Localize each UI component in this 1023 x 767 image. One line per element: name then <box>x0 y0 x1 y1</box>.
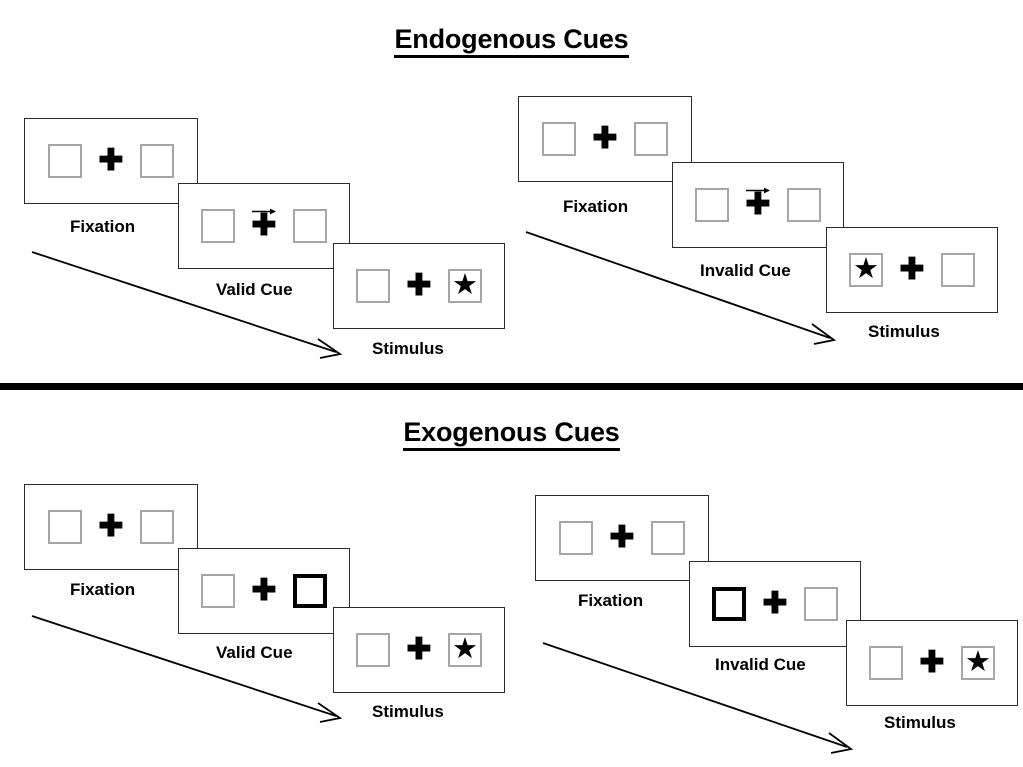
plus-icon: ✚ <box>592 122 618 155</box>
frame-endogenous-valid-stimulus: ✚ ★ <box>333 243 505 329</box>
endogenous-heading-text: Endogenous Cues <box>394 24 629 58</box>
right-box <box>634 122 668 156</box>
frame-content: ✚ <box>695 185 821 225</box>
fixation-cross-container: ✚ <box>404 630 434 670</box>
fixation-cross-container: ✚ <box>404 266 434 306</box>
frame-content: ✚ <box>559 518 685 558</box>
left-box <box>356 269 390 303</box>
plus-icon: ✚ <box>609 521 635 554</box>
frame-content: ✚ <box>201 206 327 246</box>
plus-icon: ✚ <box>251 574 277 607</box>
left-box <box>48 510 82 544</box>
frame-content: ✚ <box>542 119 668 159</box>
caption-endogenous-valid-cue: Valid Cue <box>216 280 293 299</box>
frame-exogenous-valid-cue: ✚ <box>178 548 350 634</box>
endogenous-section-heading: Endogenous Cues <box>0 24 1023 58</box>
right-box <box>651 521 685 555</box>
caption-exogenous-valid-cue: Valid Cue <box>216 643 293 662</box>
arrow-right-icon <box>746 187 770 194</box>
frame-content: ✚ ★ <box>356 630 482 670</box>
left-box-cued <box>712 587 746 621</box>
caption-exogenous-valid-fixation: Fixation <box>70 580 136 599</box>
fixation-cross-container: ✚ <box>96 507 126 547</box>
right-box: ★ <box>961 646 995 680</box>
right-box <box>293 209 327 243</box>
right-box <box>140 510 174 544</box>
fixation-cross-container: ✚ <box>607 518 637 558</box>
left-box <box>201 209 235 243</box>
caption-endogenous-valid-stimulus: Stimulus <box>372 339 444 358</box>
plus-icon: ✚ <box>98 144 124 177</box>
frame-exogenous-valid-stimulus: ✚ ★ <box>333 607 505 693</box>
time-arrow-endogenous-valid <box>31 251 343 359</box>
left-box <box>542 122 576 156</box>
frame-endogenous-valid-cue: ✚ <box>178 183 350 269</box>
left-box <box>356 633 390 667</box>
caption-exogenous-invalid-stimulus: Stimulus <box>884 713 956 732</box>
frame-content: ✚ <box>201 571 327 611</box>
frame-content: ✚ ★ <box>869 643 995 683</box>
caption-endogenous-invalid-fixation: Fixation <box>563 197 629 216</box>
caption-exogenous-valid-stimulus: Stimulus <box>372 702 444 721</box>
frame-endogenous-invalid-fixation: ✚ <box>518 96 692 182</box>
caption-exogenous-invalid-cue: Invalid Cue <box>715 655 806 674</box>
frame-exogenous-invalid-cue: ✚ <box>689 561 861 647</box>
right-box <box>804 587 838 621</box>
plus-icon: ✚ <box>899 253 925 286</box>
frame-endogenous-invalid-stimulus: ★ ✚ <box>826 227 998 313</box>
frame-endogenous-invalid-cue: ✚ <box>672 162 844 248</box>
plus-icon: ✚ <box>406 633 432 666</box>
fixation-cross-container: ✚ <box>897 250 927 290</box>
left-box <box>201 574 235 608</box>
frame-exogenous-invalid-stimulus: ✚ ★ <box>846 620 1018 706</box>
fixation-cross-container: ✚ <box>743 185 773 225</box>
time-arrow-endogenous-invalid <box>525 231 837 345</box>
plus-icon: ✚ <box>98 510 124 543</box>
exogenous-heading-text: Exogenous Cues <box>403 417 620 451</box>
plus-icon: ✚ <box>745 188 771 221</box>
left-box <box>48 144 82 178</box>
star-icon: ★ <box>965 645 991 678</box>
frame-content: ★ ✚ <box>849 250 975 290</box>
frame-content: ✚ <box>48 141 174 181</box>
right-box <box>941 253 975 287</box>
left-box: ★ <box>849 253 883 287</box>
arrow-right-icon <box>252 208 276 215</box>
frame-content: ✚ ★ <box>356 266 482 306</box>
left-box <box>695 188 729 222</box>
fixation-cross-container: ✚ <box>249 571 279 611</box>
fixation-cross-container: ✚ <box>917 643 947 683</box>
plus-icon: ✚ <box>406 269 432 302</box>
frame-content: ✚ <box>48 507 174 547</box>
fixation-cross-container: ✚ <box>96 141 126 181</box>
fixation-cross-container: ✚ <box>249 206 279 246</box>
plus-icon: ✚ <box>251 209 277 242</box>
frame-exogenous-invalid-fixation: ✚ <box>535 495 709 581</box>
left-box <box>869 646 903 680</box>
plus-icon: ✚ <box>919 646 945 679</box>
star-icon: ★ <box>853 252 879 285</box>
plus-icon: ✚ <box>762 587 788 620</box>
section-divider <box>0 383 1023 390</box>
fixation-cross-container: ✚ <box>590 119 620 159</box>
caption-endogenous-invalid-stimulus: Stimulus <box>868 322 940 341</box>
star-icon: ★ <box>452 632 478 665</box>
right-box: ★ <box>448 633 482 667</box>
exogenous-section-heading: Exogenous Cues <box>0 417 1023 451</box>
right-box <box>140 144 174 178</box>
time-arrow-exogenous-valid <box>31 615 343 723</box>
left-box <box>559 521 593 555</box>
frame-content: ✚ <box>712 584 838 624</box>
right-box: ★ <box>448 269 482 303</box>
star-icon: ★ <box>452 268 478 301</box>
time-arrow-exogenous-invalid <box>542 642 854 754</box>
caption-endogenous-valid-fixation: Fixation <box>70 217 136 236</box>
frame-exogenous-valid-fixation: ✚ <box>24 484 198 570</box>
caption-exogenous-invalid-fixation: Fixation <box>578 591 644 610</box>
caption-endogenous-invalid-cue: Invalid Cue <box>700 261 791 280</box>
right-box-cued <box>293 574 327 608</box>
fixation-cross-container: ✚ <box>760 584 790 624</box>
frame-endogenous-valid-fixation: ✚ <box>24 118 198 204</box>
right-box <box>787 188 821 222</box>
